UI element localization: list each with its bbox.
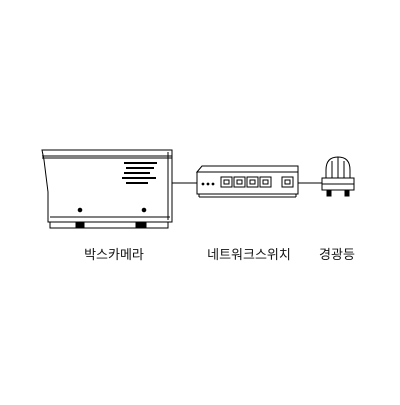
box-camera-label: 박스카메라 [84,248,144,263]
warning-light-label: 경광등 [319,248,355,263]
network-switch-icon [195,165,299,198]
network-switch-label: 네트워크스위치 [207,248,291,263]
warning-light-icon [321,156,355,197]
box-camera-icon [41,149,173,229]
